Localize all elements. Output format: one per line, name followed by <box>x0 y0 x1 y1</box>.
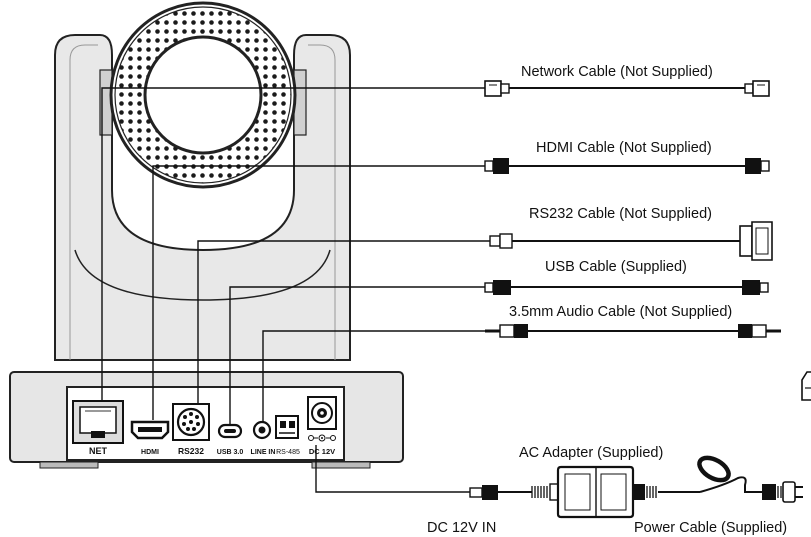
usb-cable-label: USB Cable (Supplied) <box>545 259 687 275</box>
network-cable <box>484 80 770 97</box>
power-cable-label: Power Cable (Supplied) <box>634 520 787 536</box>
hdmi-port <box>130 420 170 440</box>
rs232-port <box>172 403 210 441</box>
rs485-port <box>275 415 299 439</box>
ac-adapter-label: AC Adapter (Supplied) <box>519 445 663 461</box>
net-port <box>72 400 124 444</box>
hdmi-cable <box>484 158 770 174</box>
line-in-port <box>252 420 272 440</box>
dc-power-port <box>307 396 337 442</box>
usb3-port <box>217 423 243 439</box>
usb-cable <box>484 280 769 295</box>
port-label-net: NET <box>89 446 108 456</box>
power-cable <box>633 455 803 503</box>
dc-polarity-icon <box>308 434 336 442</box>
ac-adapter <box>469 465 635 519</box>
port-label-usb: USB 3.0 <box>217 449 244 456</box>
audio-cable <box>485 324 781 338</box>
port-label-dc: DC 12V <box>309 447 335 456</box>
port-label-hdmi: HDMI <box>141 449 159 456</box>
dc-12v-in-label: DC 12V IN <box>427 520 496 536</box>
hdmi-cable-label: HDMI Cable (Not Supplied) <box>536 140 712 156</box>
rs232-cable <box>489 221 773 261</box>
rs232-cable-label: RS232 Cable (Not Supplied) <box>529 206 712 222</box>
audio-cable-label: 3.5mm Audio Cable (Not Supplied) <box>509 304 732 320</box>
port-label-line-in: LINE IN <box>251 449 276 456</box>
edge-fragment-icon <box>801 371 811 401</box>
port-label-rs232: RS232 <box>178 446 204 456</box>
network-cable-label: Network Cable (Not Supplied) <box>521 64 713 80</box>
port-label-rs485: RS-485 <box>276 449 300 456</box>
leader-lines <box>101 87 490 493</box>
